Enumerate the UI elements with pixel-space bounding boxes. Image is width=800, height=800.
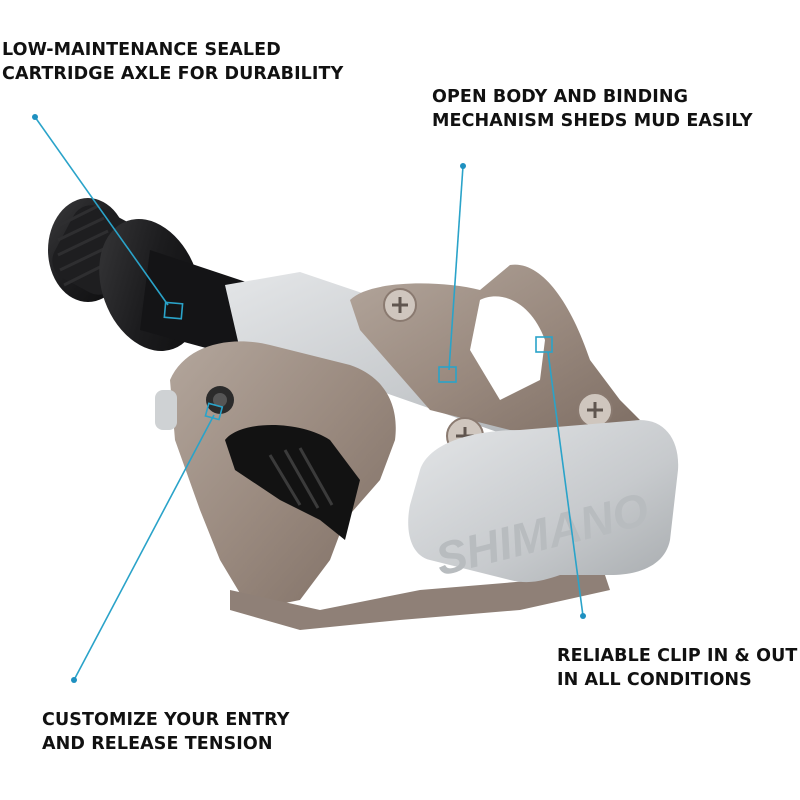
axle bbox=[48, 198, 270, 360]
callout-release-tension: CUSTOMIZE YOUR ENTRY AND RELEASE TENSION bbox=[42, 708, 290, 756]
callout-sealed-axle-line-2: CARTRIDGE AXLE FOR DURABILITY bbox=[2, 64, 344, 84]
front-plate: SHIMANO bbox=[408, 420, 679, 585]
callout-clip-in-out: RELIABLE CLIP IN & OUT IN ALL CONDITIONS bbox=[557, 644, 797, 692]
callout-sealed-axle-line-1: LOW-MAINTENANCE SEALED bbox=[2, 40, 281, 60]
front-binding bbox=[350, 264, 640, 455]
callout-open-body-line-1: OPEN BODY AND BINDING bbox=[432, 87, 689, 107]
callout-sealed-axle: LOW-MAINTENANCE SEALED CARTRIDGE AXLE FO… bbox=[2, 38, 343, 86]
callout-dots bbox=[32, 114, 586, 683]
callout-clip-in-out-line-2: IN ALL CONDITIONS bbox=[557, 670, 752, 690]
callout-release-tension-line-2: AND RELEASE TENSION bbox=[42, 734, 273, 754]
callout-lines bbox=[34, 116, 584, 681]
callout-clip-in-out-line-1: RELIABLE CLIP IN & OUT bbox=[557, 646, 798, 666]
rear-binding bbox=[155, 341, 610, 630]
callout-open-body-line-2: MECHANISM SHEDS MUD EASILY bbox=[432, 111, 753, 131]
callout-open-body: OPEN BODY AND BINDING MECHANISM SHEDS MU… bbox=[432, 85, 753, 133]
callout-release-tension-line-1: CUSTOMIZE YOUR ENTRY bbox=[42, 710, 290, 730]
